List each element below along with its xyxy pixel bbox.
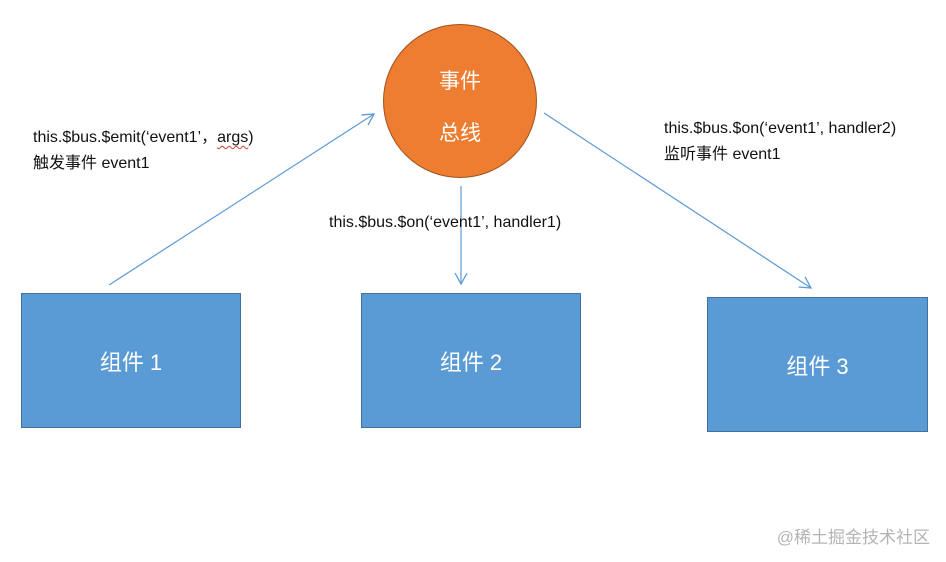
component-2-label: 组件 2	[439, 349, 503, 375]
component-1-label: 组件 1	[99, 349, 163, 375]
emit-code-comma: ，	[201, 129, 218, 146]
on-handler2-annotation: this.$bus.$on(‘event1’, handler2) 监听事件 e…	[664, 116, 896, 168]
emit-annotation: this.$bus.$emit(‘event1’，args) 触发事件 even…	[33, 125, 254, 177]
emit-description: 触发事件 event1	[33, 155, 150, 172]
emit-code-args: args	[217, 129, 249, 146]
on-handler2-arrow	[543, 112, 813, 289]
event-bus-label-line2: 总线	[439, 122, 481, 145]
on-handler2-code: this.$bus.$on(‘event1’, handler2)	[664, 120, 897, 137]
emit-arrow	[108, 113, 376, 286]
component-2-box: 组件 2	[361, 293, 581, 428]
event-bus-node: 事件 总线	[383, 24, 537, 178]
component-3-box: 组件 3	[707, 297, 928, 432]
on-handler1-annotation: this.$bus.$on(‘event1’, handler1)	[329, 214, 562, 231]
emit-code-text: this.$bus.$emit(‘event1’，args)	[33, 125, 254, 151]
event-bus-label-line1: 事件	[439, 70, 481, 93]
emit-code-close: )	[248, 129, 254, 146]
emit-code-part1: this.$bus.$emit(‘event1’	[33, 129, 202, 146]
component-1-box: 组件 1	[21, 293, 241, 428]
listen-description: 监听事件 event1	[664, 146, 781, 163]
component-3-label: 组件 3	[786, 353, 849, 379]
watermark-text: @稀土掘金技术社区	[776, 528, 930, 547]
